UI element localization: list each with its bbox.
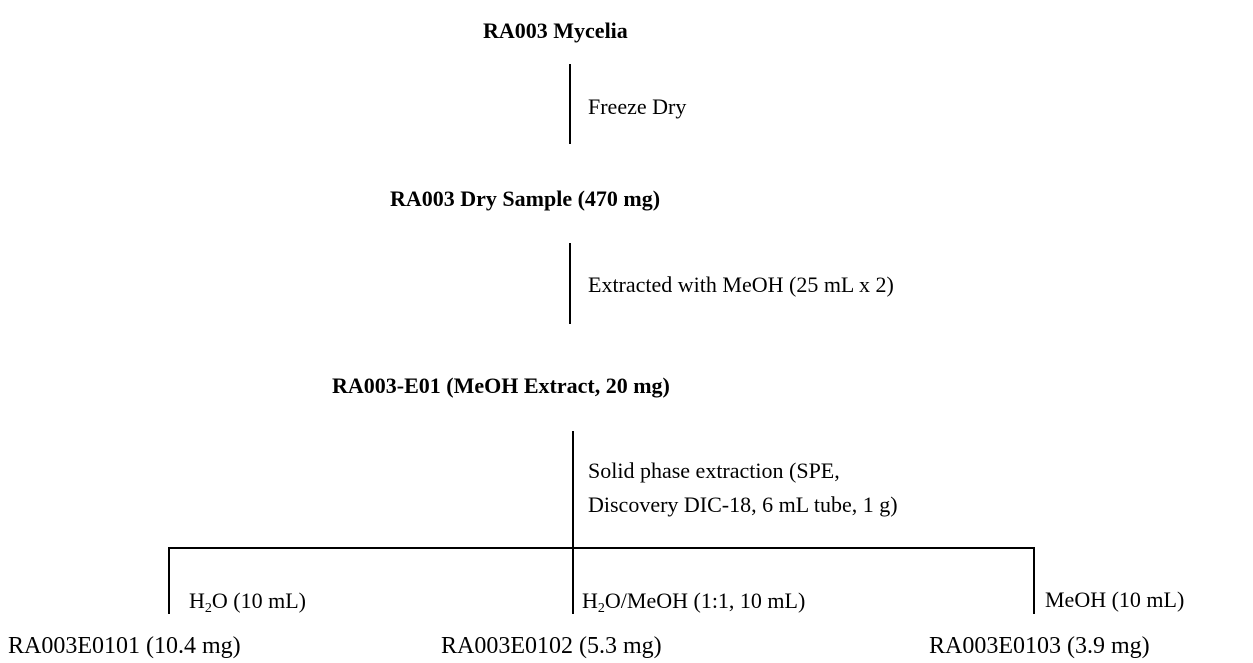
connector-spe (572, 431, 574, 614)
eluent-water-methanol: H2O/MeOH (1:1, 10 mL) (582, 588, 806, 616)
step-freeze-dry: Freeze Dry (588, 94, 687, 119)
connector-freeze-dry (569, 64, 571, 144)
branch-drop-right (1033, 547, 1035, 614)
node-ra003-e01-extract: RA003-E01 (MeOH Extract, 20 mg) (332, 373, 670, 398)
eluent-water: H2O (10 mL) (189, 588, 306, 616)
eluent-methanol: MeOH (10 mL) (1045, 587, 1185, 612)
connector-methanol-extraction (569, 243, 571, 324)
branch-drop-left (168, 547, 170, 614)
node-fraction-ra003e0101: RA003E0101 (10.4 mg) (8, 633, 241, 659)
node-fraction-ra003e0103: RA003E0103 (3.9 mg) (929, 633, 1150, 659)
step-spe-line2: Discovery DIC-18, 6 mL tube, 1 g) (588, 492, 898, 517)
branch-horizontal-line (168, 547, 1035, 549)
node-fraction-ra003e0102: RA003E0102 (5.3 mg) (441, 633, 662, 659)
node-ra003-dry-sample: RA003 Dry Sample (470 mg) (390, 186, 661, 211)
step-spe-line1: Solid phase extraction (SPE, (588, 458, 840, 483)
node-ra003-mycelia: RA003 Mycelia (483, 18, 628, 43)
step-methanol-extraction: Extracted with MeOH (25 mL x 2) (588, 272, 894, 297)
